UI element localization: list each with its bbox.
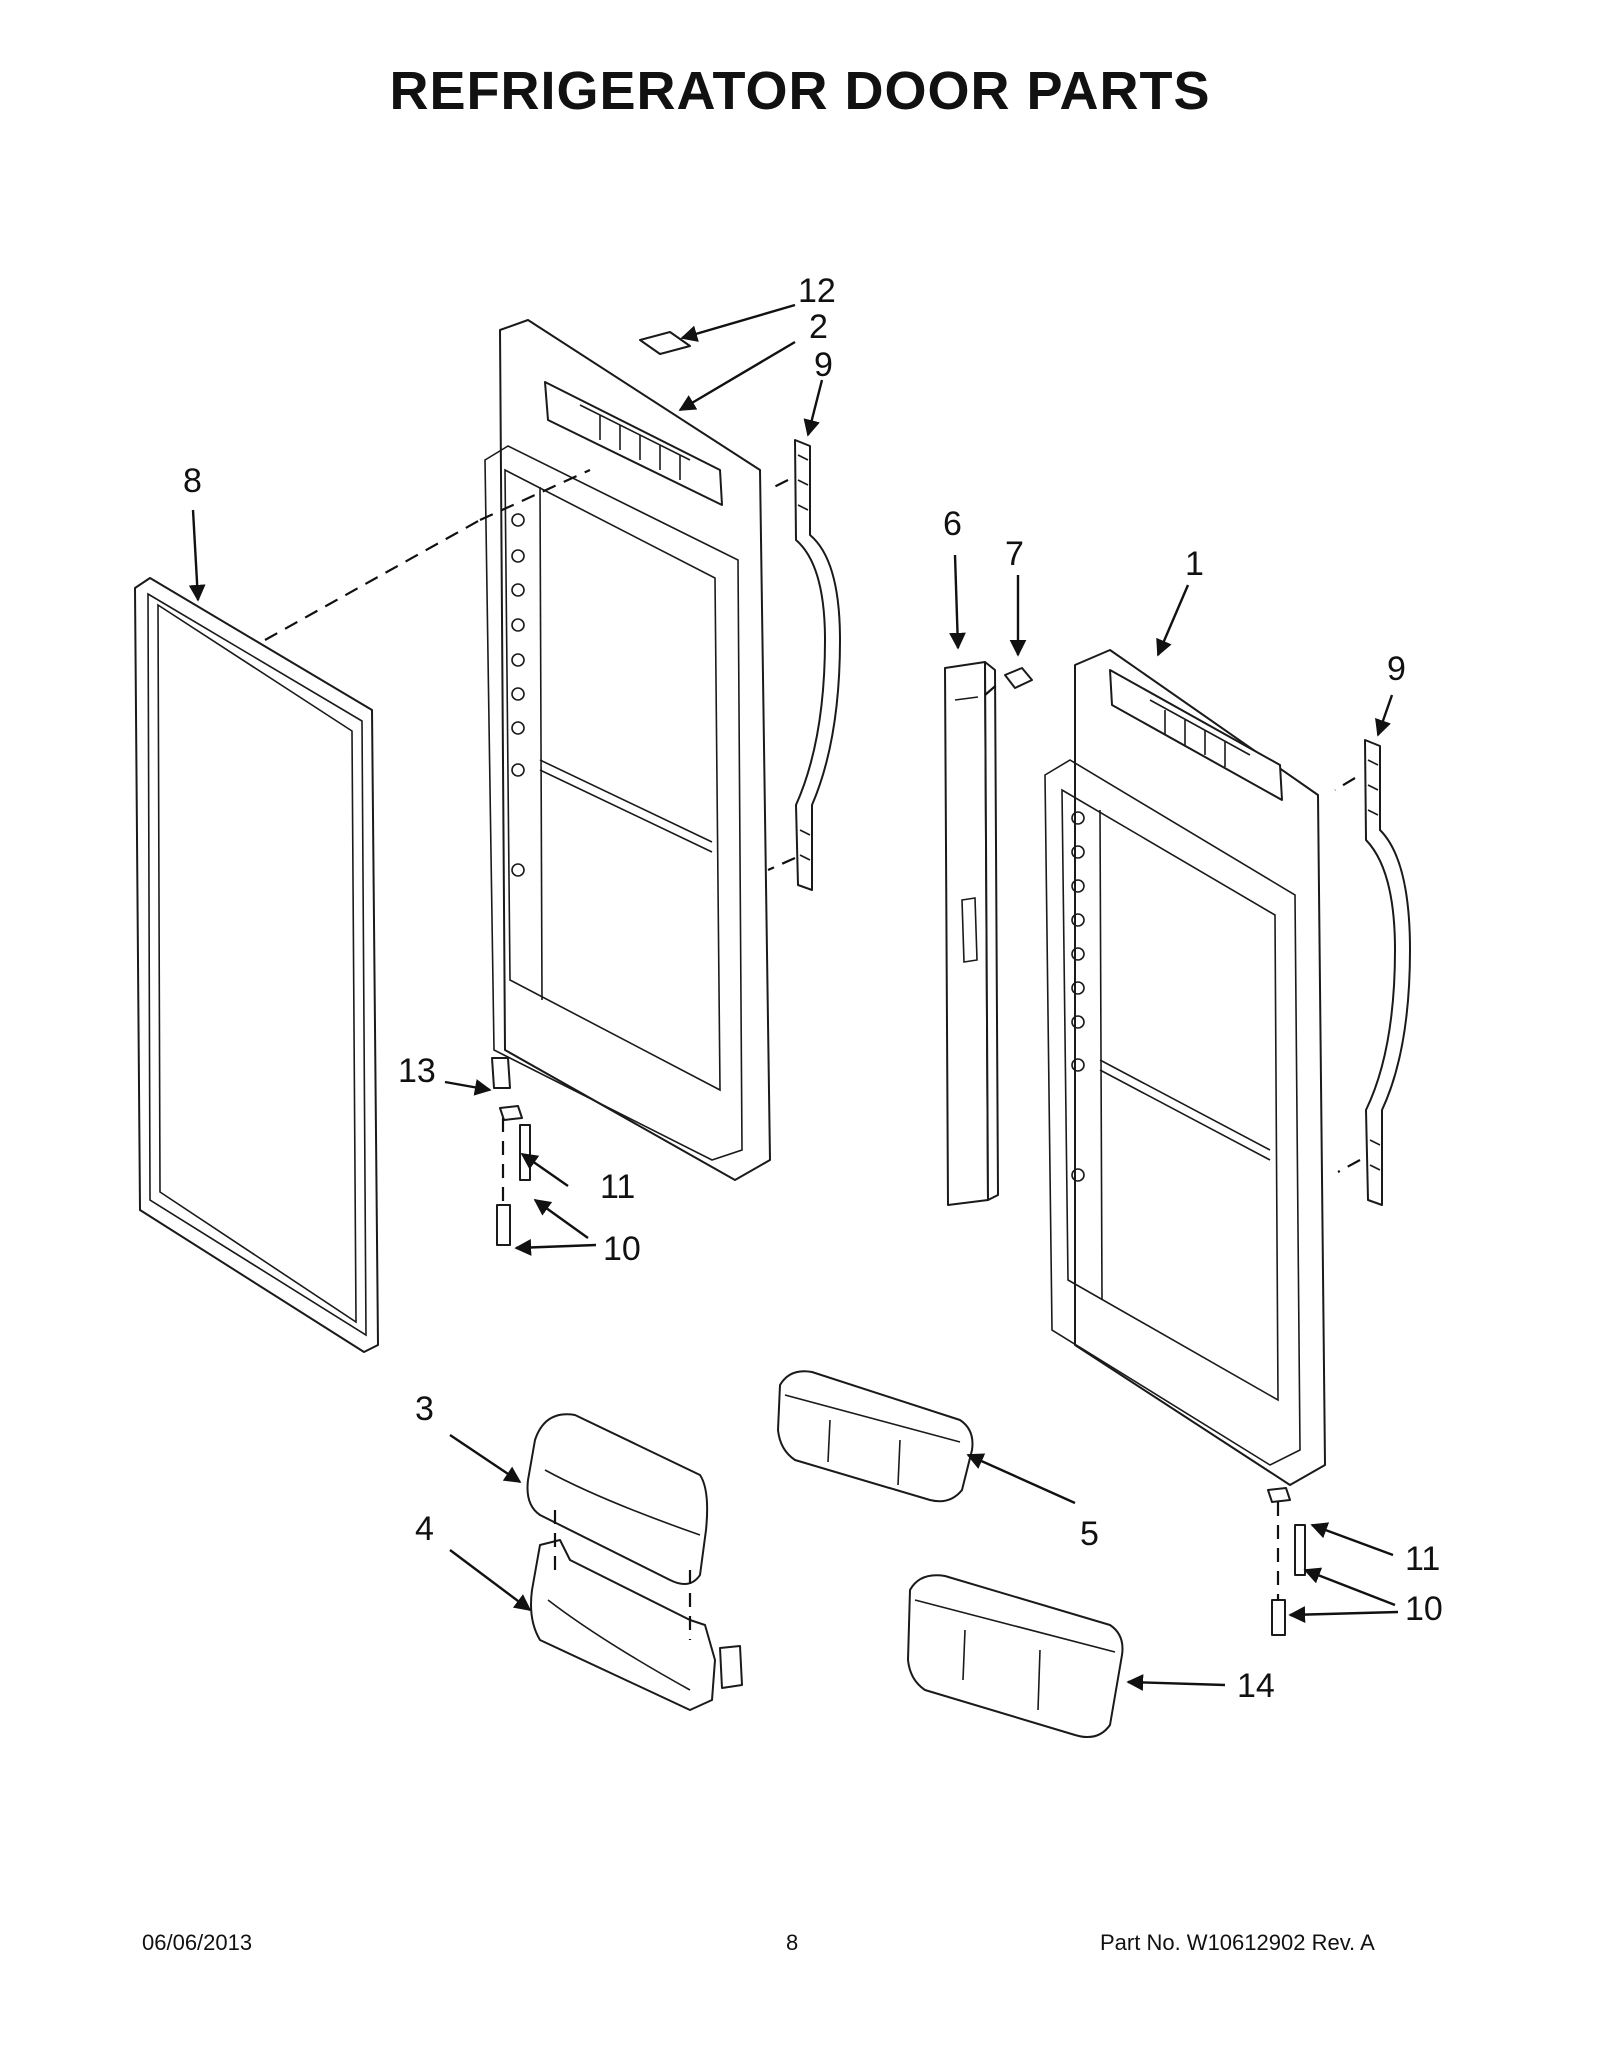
leader-12 xyxy=(680,303,796,342)
callout-10: 10 xyxy=(603,1230,641,1268)
callout-5: 5 xyxy=(1080,1515,1099,1553)
footer-part-number: Part No. W10612902 Rev. A xyxy=(1100,1930,1375,1955)
assembly-line xyxy=(1334,777,1356,791)
leader-10b-lower xyxy=(1288,1606,1399,1623)
leader-6 xyxy=(949,554,966,650)
callout-3: 3 xyxy=(415,1390,434,1428)
door-bin-part xyxy=(530,1539,743,1711)
callout-9: 9 xyxy=(814,346,833,384)
footer-page-number: 8 xyxy=(786,1930,799,1955)
leader-10a-upper xyxy=(533,1199,589,1239)
callout-9: 9 xyxy=(1387,650,1406,688)
callout-11: 11 xyxy=(600,1168,635,1206)
leader-10b-upper xyxy=(1303,1567,1396,1607)
callout-12: 12 xyxy=(798,272,836,310)
callout-1: 1 xyxy=(1185,545,1204,583)
leader-10a-lower xyxy=(514,1239,597,1256)
door-gasket-part xyxy=(134,577,379,1353)
right-door-part xyxy=(1044,649,1326,1636)
leader-1 xyxy=(1156,584,1190,657)
leader-5 xyxy=(966,1453,1076,1505)
page-title: REFRIGERATOR DOOR PARTS xyxy=(389,61,1211,121)
assembly-line xyxy=(767,856,796,872)
leader-4 xyxy=(449,1549,532,1612)
callout-8: 8 xyxy=(183,462,202,500)
leader-11a xyxy=(520,1153,569,1187)
callout-10: 10 xyxy=(1405,1590,1443,1628)
leader-9b xyxy=(1375,694,1394,737)
assembly-line xyxy=(984,681,1001,696)
callout-6: 6 xyxy=(943,505,962,543)
assembly-line xyxy=(479,468,591,522)
callout-2: 2 xyxy=(809,308,828,346)
mullion-part xyxy=(944,661,999,1206)
handle-right-part xyxy=(1364,739,1411,1206)
bin-part-5 xyxy=(777,1370,974,1503)
handle-left-part xyxy=(794,439,841,891)
leader-13 xyxy=(444,1079,492,1096)
assembly-line xyxy=(767,479,789,491)
callout-14: 14 xyxy=(1237,1667,1275,1705)
leader-14 xyxy=(1126,1674,1226,1691)
leader-8 xyxy=(188,509,206,602)
leader-2 xyxy=(678,340,796,412)
assembly-line xyxy=(264,519,481,641)
footer-date: 06/06/2013 xyxy=(142,1930,253,1955)
callout-13: 13 xyxy=(398,1052,436,1090)
assembly-line xyxy=(1337,1159,1361,1173)
bin-cover-part xyxy=(526,1413,709,1585)
callout-4: 4 xyxy=(415,1510,434,1548)
leader-9a xyxy=(803,379,824,437)
callout-7: 7 xyxy=(1005,535,1024,573)
hinge-cover-part xyxy=(639,331,691,355)
leader-3 xyxy=(449,1434,522,1483)
left-door-part xyxy=(484,319,771,1246)
bin-part-14 xyxy=(907,1574,1124,1738)
screw-part xyxy=(1004,667,1033,689)
leader-11b xyxy=(1310,1522,1394,1557)
callout-11: 11 xyxy=(1405,1540,1440,1578)
